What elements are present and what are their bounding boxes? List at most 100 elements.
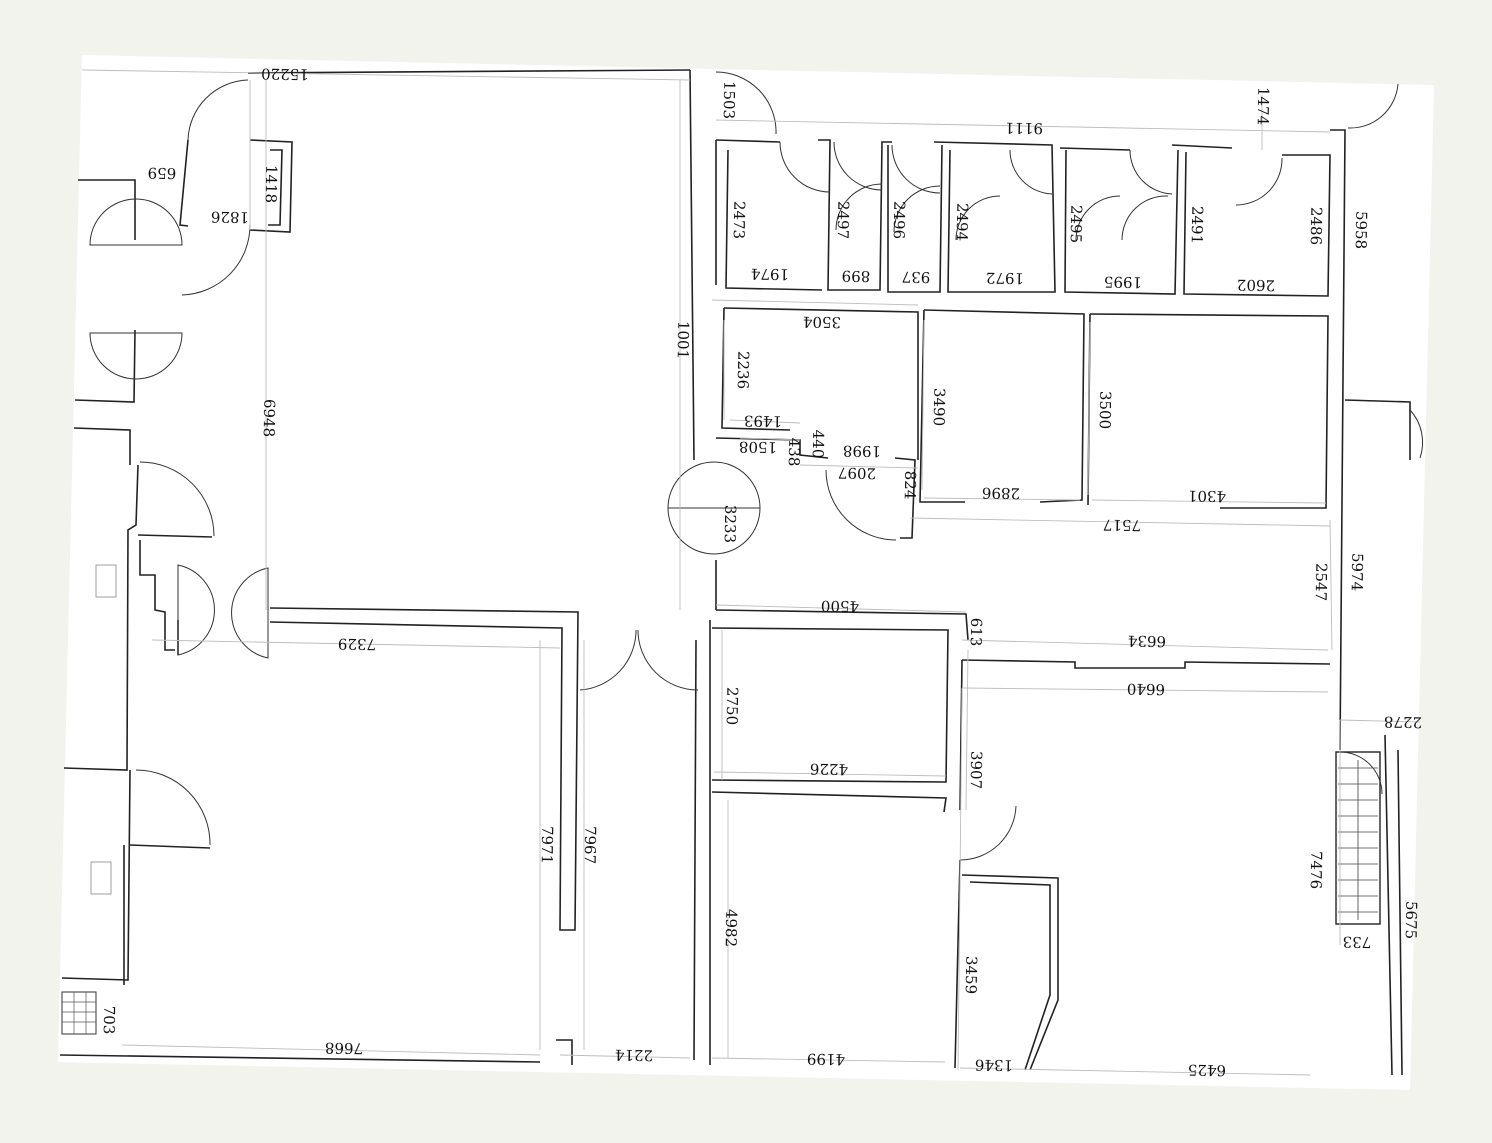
dimension-label: 4199 xyxy=(807,1050,845,1069)
wall-east-exterior xyxy=(1330,129,1346,751)
wall-vestibule-3 xyxy=(268,149,283,226)
wall-corridor-north xyxy=(715,609,969,641)
dimension-line xyxy=(1091,499,1327,504)
door-swing xyxy=(1075,195,1121,241)
wall-room-d xyxy=(961,874,1059,1071)
dimension-label: 1474 xyxy=(1254,87,1273,125)
wall-room-c xyxy=(961,659,1331,669)
dimension-label: 733 xyxy=(1343,933,1372,951)
wall-west-room-4 xyxy=(63,464,139,771)
wall-vestibule-2 xyxy=(249,139,293,233)
dimension-label: 2497 xyxy=(834,201,853,239)
dimension-line xyxy=(715,604,967,613)
dimension-label: 2278 xyxy=(1384,713,1422,732)
door-swing xyxy=(779,141,831,193)
wall-center-spine-upper xyxy=(689,69,695,461)
dimension-label: 899 xyxy=(842,267,871,285)
wall-west-step-2 xyxy=(139,540,175,651)
dimension-label: 2097 xyxy=(838,464,876,483)
door-swing xyxy=(579,629,637,691)
dimension-line xyxy=(965,649,969,811)
wall-cubicle-6b xyxy=(1183,151,1331,297)
door-swing xyxy=(825,469,897,541)
dimension-line xyxy=(921,319,925,491)
dimension-label: 3233 xyxy=(721,505,740,543)
dimension-label: 7476 xyxy=(1307,851,1326,889)
wall-room-d3 xyxy=(954,859,961,1069)
door-swing xyxy=(231,567,269,659)
fixture-box xyxy=(90,861,112,895)
dimension-label: 1508 xyxy=(739,438,777,457)
dimension-label: 1998 xyxy=(843,442,881,461)
dimension-label: 3490 xyxy=(930,388,949,426)
dimension-line xyxy=(711,1057,946,1063)
door-swing xyxy=(833,141,883,191)
dimension-label: 6425 xyxy=(1188,1061,1226,1080)
dimension-label: 2486 xyxy=(1307,207,1326,245)
dimension-label: 5974 xyxy=(1348,553,1367,591)
door-swing xyxy=(893,185,941,233)
dimension-line xyxy=(923,497,1081,501)
dimension-label: 4301 xyxy=(1188,487,1226,506)
wall-far-east xyxy=(1384,734,1393,1076)
wall-cubicle-5b xyxy=(1064,149,1179,295)
dimension-lines xyxy=(81,69,1421,1076)
dimension-label: 613 xyxy=(967,618,985,647)
dimension-label: 9111 xyxy=(1005,119,1043,138)
dimension-line xyxy=(961,687,1329,693)
door-swing xyxy=(1235,157,1283,206)
floor-plan-sheet xyxy=(58,55,1434,1090)
wall-hall-south xyxy=(269,607,579,931)
dimension-label: 3459 xyxy=(962,956,981,994)
wall-cubicles-top xyxy=(715,139,781,143)
wall-room-d2 xyxy=(969,881,1051,1071)
door-swing xyxy=(177,564,215,656)
dimension-label: 2236 xyxy=(734,351,753,389)
wall-top-corridor xyxy=(247,69,691,74)
wall-office-2b xyxy=(919,309,965,503)
door-swing xyxy=(135,769,211,846)
fixture-box xyxy=(95,564,117,598)
wall-room-c2 xyxy=(959,659,963,811)
wall-west-step-3 xyxy=(129,844,211,849)
dimension-line xyxy=(909,517,1331,527)
door-swing xyxy=(891,144,941,194)
dimension-label: 2473 xyxy=(730,201,749,239)
dimension-line xyxy=(711,299,919,306)
dimension-label: 6640 xyxy=(1127,680,1165,699)
dimension-line xyxy=(713,771,947,777)
door-swing xyxy=(959,805,1017,861)
dimension-label: 2602 xyxy=(1237,276,1275,295)
wall-west-room-3 xyxy=(73,427,131,465)
dimension-label: 1974 xyxy=(751,265,789,284)
dimension-label: 4226 xyxy=(810,760,848,779)
wall-west-room-1 xyxy=(78,179,136,240)
wall-bottom-2 xyxy=(556,1039,573,1065)
wall-west-room-2 xyxy=(74,329,136,403)
dimension-line xyxy=(559,1054,691,1059)
doors-layer xyxy=(89,71,1424,861)
dimension-line xyxy=(729,419,801,424)
dimension-line xyxy=(1329,519,1333,651)
stair xyxy=(61,751,1381,1035)
dimension-label: 937 xyxy=(902,268,931,286)
door-swing xyxy=(667,507,761,555)
dimension-line xyxy=(151,639,561,649)
dimension-label: 2495 xyxy=(1067,205,1086,243)
dimension-label: 438 xyxy=(785,438,803,467)
dimension-label: 1503 xyxy=(720,81,739,119)
dimension-label: 7517 xyxy=(1103,516,1141,535)
dimension-label: 2547 xyxy=(1312,563,1331,601)
dimension-label: 7967 xyxy=(581,826,600,864)
wall-office-door-jamb xyxy=(894,457,916,539)
dimension-label: 2496 xyxy=(890,201,909,239)
dimension-label: 6948 xyxy=(260,399,279,437)
dimension-label: 5958 xyxy=(1352,211,1371,249)
wall-cubicle-6 xyxy=(1171,144,1233,149)
dimension-label: 7668 xyxy=(325,1039,363,1058)
door-swing xyxy=(187,79,249,141)
door-swing xyxy=(1121,195,1169,241)
dimension-line xyxy=(957,687,963,1071)
